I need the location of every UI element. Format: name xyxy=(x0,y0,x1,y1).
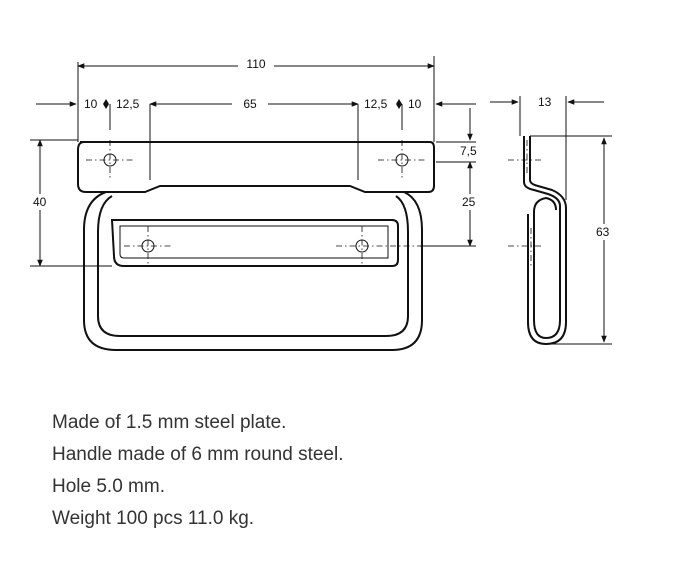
bracket-window xyxy=(119,225,389,259)
spec-handle: Handle made of 6 mm round steel. xyxy=(52,444,344,465)
dim-left-hole: 12,5 xyxy=(116,97,140,111)
mounting-plate xyxy=(77,141,435,193)
dim-side-width: 13 xyxy=(538,95,552,109)
dim-hole-spacing: 25 xyxy=(462,195,476,209)
dim-overall-width: 110 xyxy=(246,57,265,71)
hole-bottom-left xyxy=(124,226,172,266)
side-profile xyxy=(523,136,561,340)
technical-drawing: 110 65 10 12,5 12,5 10 40 7,5 25 xyxy=(28,56,616,351)
lower-bracket xyxy=(110,219,399,267)
spec-hole: Hole 5.0 mm. xyxy=(52,476,165,497)
hole-bottom-right xyxy=(336,226,420,266)
dim-right-edge: 10 xyxy=(408,97,422,111)
hole-top-right xyxy=(378,140,426,178)
dim-side-height: 63 xyxy=(596,225,610,239)
dim-top-offset: 7,5 xyxy=(460,144,477,158)
side-view: 13 63 xyxy=(490,95,616,346)
hole-top-left xyxy=(86,140,134,178)
handle-inner xyxy=(97,195,409,337)
dim-right-hole: 12,5 xyxy=(364,97,388,111)
handle-outer xyxy=(83,191,423,351)
dim-plate-height: 40 xyxy=(33,195,47,209)
dim-left-edge: 10 xyxy=(84,97,98,111)
spec-plate: Made of 1.5 mm steel plate. xyxy=(52,412,287,433)
front-view: 110 65 10 12,5 12,5 10 40 7,5 25 xyxy=(28,56,482,351)
spec-weight: Weight 100 pcs 11.0 kg. xyxy=(52,508,255,529)
dim-center-span: 65 xyxy=(243,97,257,111)
